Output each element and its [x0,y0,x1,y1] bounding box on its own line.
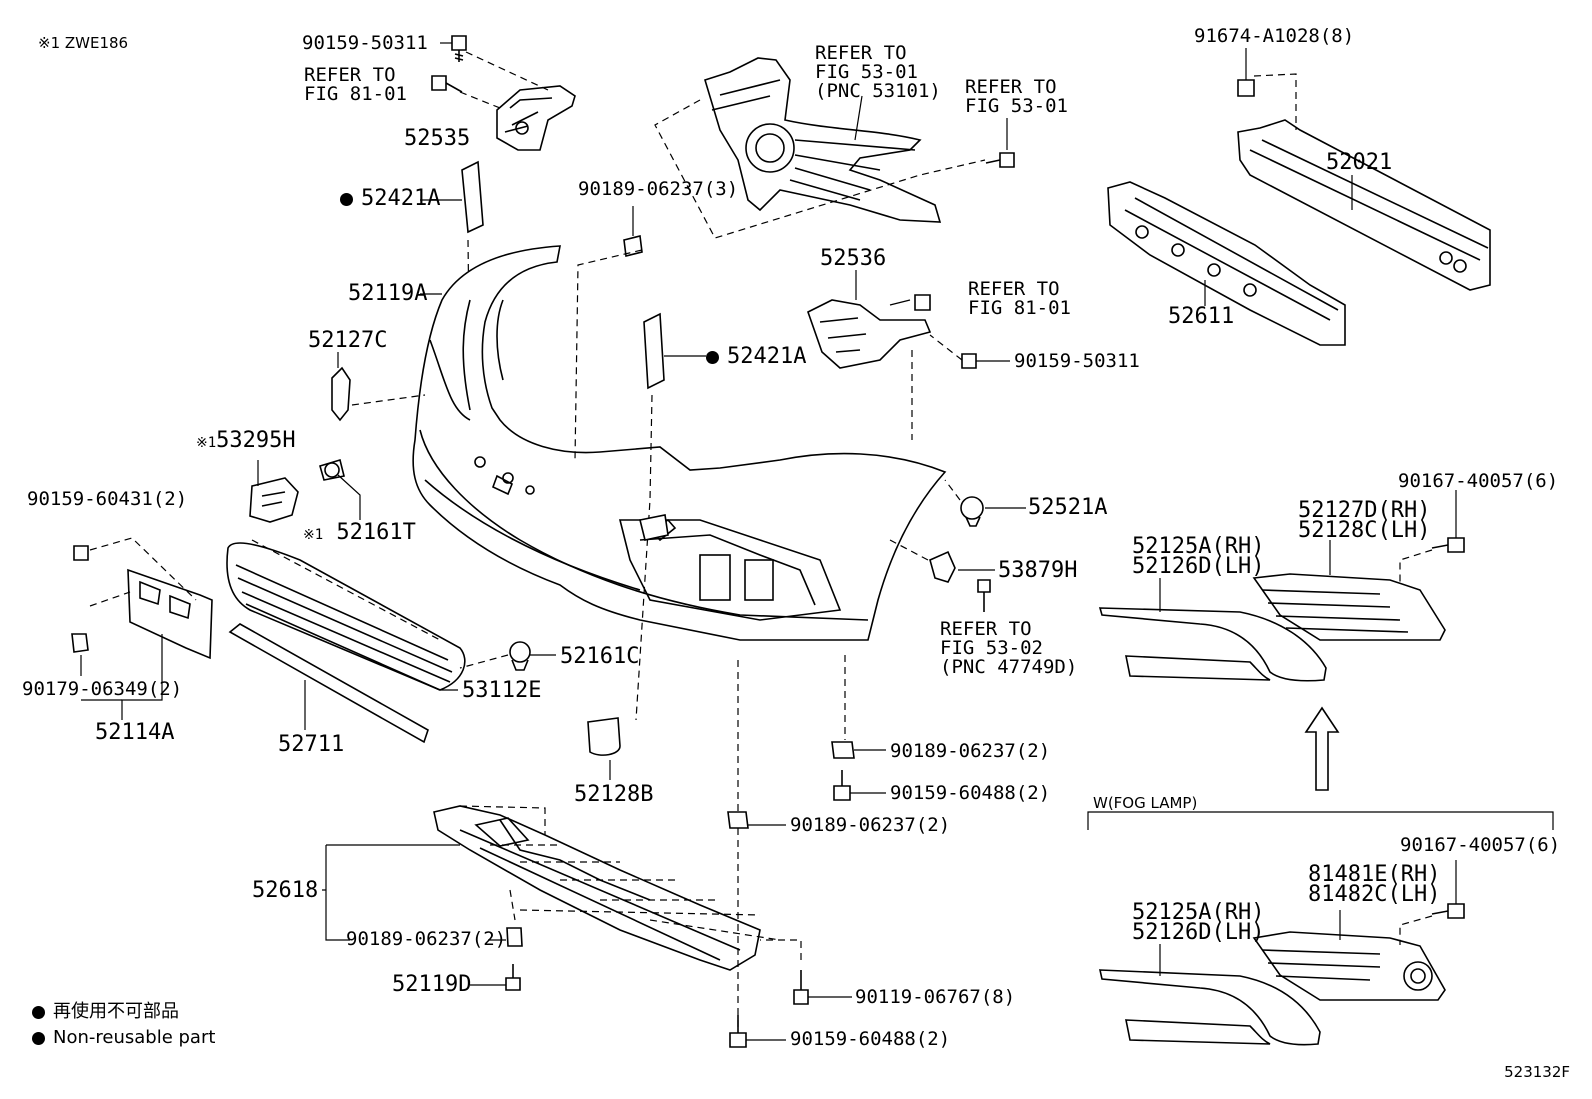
spacer-52421A-left [461,160,484,234]
diagram-code: 523132F [1504,1063,1570,1081]
label-90189-06237-m1: 90189-06237(2) [890,740,1051,762]
label-91674-A1028: 91674-A1028(8) [1194,25,1355,47]
fog-lamp-section-label: W(FOG LAMP) [1093,794,1198,812]
label-53295H: ※153295H [196,428,296,453]
bolt-90159-60488-m2 [729,1015,747,1048]
label-52021: 52021 [1326,150,1393,175]
garnish-52125A-a [1098,607,1327,682]
cap-52128B-ghost [639,514,669,541]
label-52127D: 52127D(RH) [1298,498,1431,523]
label-refer-81-01-left: REFER TO FIG 81-01 [304,64,407,105]
label-90159-60431: 90159-60431(2) [27,488,188,510]
clip-52521A [960,496,984,527]
label-52611: 52611 [1168,304,1235,329]
legend-item-jp: 再使用不可部品 [32,1002,179,1022]
bumper-cover-52119A [412,245,947,641]
label-90159-60488-m1: 90159-60488(2) [890,782,1051,804]
bolt-52119D [505,964,521,991]
label-52128B: 52128B [574,782,654,807]
label-52126D-b: 52126D(LH) [1132,920,1265,945]
spacer-52421A-right [643,312,665,390]
label-52114A: 52114A [95,720,175,745]
label-refer-81-01-right: REFER TO FIG 81-01 [968,278,1071,319]
label-refer-53-02: REFER TO FIG 53-02 (PNC 47749D) [940,618,1078,678]
label-52125A-a: 52125A(RH) [1132,534,1265,559]
cap-52128B [587,717,621,756]
legend-dot [32,1005,45,1019]
molding-52711 [228,623,429,744]
non-reusable-dot [706,350,719,364]
bolt-90159-50311-top [451,35,467,62]
label-52421A-left: 52421A [340,188,440,210]
label-52711: 52711 [278,732,345,757]
label-90119-06767: 90119-06767(8) [855,986,1016,1008]
label-52161C: 52161C [560,644,640,669]
lower-grille-53112E [226,542,466,691]
label-refer-53-01-pnc: REFER TO FIG 53-01 (PNC 53101) [815,42,941,102]
clip-90189-06237-m2 [727,811,749,829]
label-81482C: 81482C(LH) [1308,882,1441,907]
label-52421A-right: 52421A [706,346,806,368]
label-90159-60488-m2: 90159-60488(2) [790,1028,951,1050]
garnish-52125A-b [1098,969,1321,1046]
label-90159-50311-right: 90159-50311 [1014,350,1140,372]
license-bracket-52114A [127,568,213,660]
label-90159-50311-top: 90159-50311 [302,32,428,54]
label-53879H: 53879H [998,558,1078,583]
label-90189-06237-bottom-left: 90189-06237(2) [346,928,507,950]
label-90189-06237-3: 90189-06237(3) [578,178,739,200]
bracket-52535-drawing [496,85,576,151]
bolt-refer-81-01-left [431,75,463,93]
reinforcement-52021 [1237,119,1491,291]
bracket-53879H [929,550,956,583]
label-52119A: 52119A [348,281,428,306]
header-note: ※1 ZWE186 [38,34,129,52]
clip-52161C [509,641,531,671]
label-52126D-a: 52126D(LH) [1132,554,1265,579]
label-52536: 52536 [820,246,887,271]
label-90189-06237-m2: 90189-06237(2) [790,814,951,836]
non-reusable-dot [340,192,353,206]
radiator-grille [704,57,942,223]
nut-90179-06349 [71,633,89,653]
label-81481E: 81481E(RH) [1308,862,1441,887]
bracket-53295H [249,477,299,523]
bolt-91674-A1028 [1237,79,1255,97]
label-90167-40057-b: 90167-40057(6) [1400,834,1561,856]
bolt-90159-50311-right [961,353,977,369]
bezel-52127D [1252,573,1446,641]
label-53112E: 53112E [462,678,542,703]
label-52119D: 52119D [392,972,472,997]
label-52125A-b: 52125A(RH) [1132,900,1265,925]
legend-item-en: Non-reusable part [32,1028,215,1048]
label-52128C: 52128C(LH) [1298,518,1431,543]
label-90167-40057-a: 90167-40057(6) [1398,470,1559,492]
bezel-81481E [1252,931,1446,1001]
label-refer-53-01: REFER TO FIG 53-01 [965,76,1068,117]
clip-52127C [331,366,351,422]
legend-dot [32,1031,45,1045]
bolt-90159-60431 [73,545,89,561]
label-52521A: 52521A [1028,495,1108,520]
label-52535: 52535 [404,126,471,151]
clip-90189-06237-bottom-left [506,927,523,947]
bolt-refer-53-01 [985,152,1015,168]
arrow-up [1304,706,1340,791]
bracket-52536 [807,299,932,369]
label-52127C: 52127C [308,328,388,353]
label-52161T: ※1 52161T [303,520,416,545]
undercover-52618 [433,805,761,971]
bolt-90167-40057-b [1431,903,1465,919]
bolt-90119-06767 [793,970,809,1005]
bolt-90159-60488-m1 [833,770,851,801]
label-52618: 52618 [252,878,319,903]
bolt-90167-40057-a [1431,537,1465,553]
clip-90189-06237-m1 [831,741,855,759]
label-90179-06349: 90179-06349(2) [22,678,183,700]
bolt-refer-81-01-right [914,294,931,311]
screw-refer-53-02 [977,579,991,612]
absorber-52611 [1107,181,1346,346]
